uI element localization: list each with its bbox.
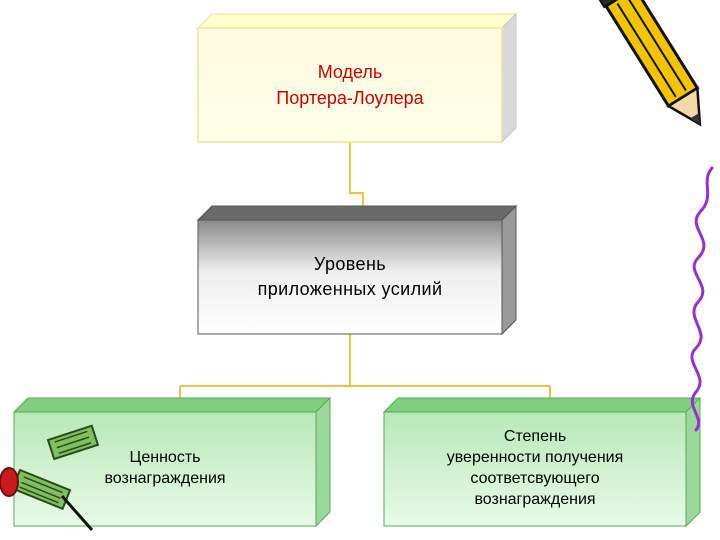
- top-box-line-2: Портера-Лоулера: [276, 88, 424, 108]
- middle-box-front-face: [197, 219, 503, 335]
- top-box-label: Модель Портера-Лоулера: [198, 28, 502, 142]
- top-box: [196, 12, 518, 144]
- right-box-front-face: [383, 411, 687, 527]
- connector-top-to-middle: [349, 142, 364, 206]
- left-box-line-1: Ценность: [129, 449, 201, 467]
- rolled-paper-icon: [0, 424, 100, 531]
- middle-box: [196, 204, 518, 336]
- connector-lines: [179, 142, 551, 400]
- middle-box-line-2: приложенных усилий: [257, 279, 443, 299]
- left-box-line-2: вознаграждения: [104, 470, 226, 487]
- middle-box-side-face: [501, 204, 517, 336]
- right-box-top-face: [382, 397, 702, 413]
- right-box-line-3: соответсвующего: [470, 470, 600, 487]
- top-box-line-1: Модель: [317, 61, 383, 82]
- top-box-top-face: [196, 13, 518, 29]
- squiggle-line: [690, 166, 714, 432]
- middle-box-line-1: Уровень: [313, 253, 387, 274]
- middle-box-top-face: [196, 205, 518, 221]
- right-box-line-2: уверенности получения: [446, 449, 624, 467]
- left-box-top-face: [12, 397, 332, 413]
- pencil-icon: [595, 0, 702, 127]
- right-box: [382, 396, 702, 528]
- right-box-line-1: Степень: [503, 428, 567, 446]
- top-box-side-face: [501, 12, 517, 144]
- middle-box-label: Уровень приложенных усилий: [198, 220, 502, 334]
- left-box-label: Ценность вознаграждения: [14, 412, 316, 526]
- right-box-label: Степень уверенности получения соответсву…: [384, 412, 686, 526]
- right-box-line-4: вознаграждения: [474, 490, 596, 508]
- top-box-front-face: [197, 27, 503, 143]
- left-box-side-face: [315, 396, 331, 528]
